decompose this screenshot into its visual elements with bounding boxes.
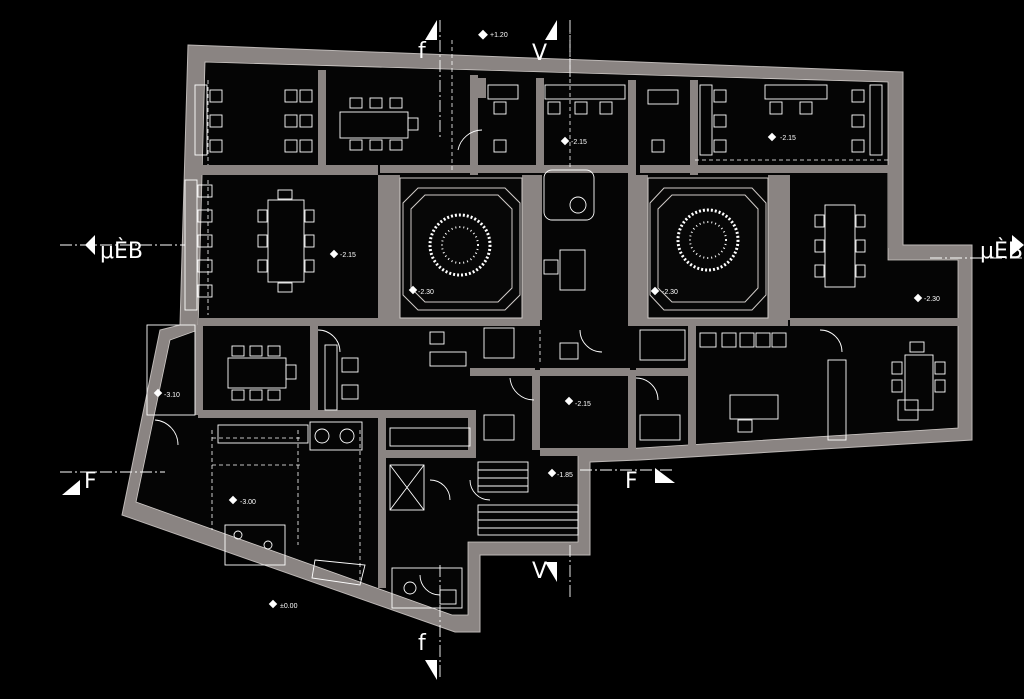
level-label-court-right: -2.30 — [662, 289, 678, 296]
section-label-bottom-b: V — [532, 559, 547, 584]
furniture — [146, 84, 946, 609]
section-mark-bottom-b: V — [532, 545, 571, 600]
section-mark-left-cross: F — [60, 469, 165, 495]
section-label-right-cross: F — [625, 469, 638, 494]
section-mark-right-cross: F — [580, 468, 675, 494]
doors — [154, 129, 843, 596]
level-marker-origin: ±0.00 — [268, 599, 298, 610]
section-label-left-long: μÈB — [100, 238, 143, 264]
level-marker-court-left: -2.30 — [408, 285, 434, 296]
section-mark-top-b: V — [532, 20, 571, 80]
level-label-stair: -1.85 — [557, 472, 573, 479]
level-label-kitchen: -3.00 — [240, 499, 256, 506]
outer-walls — [121, 44, 973, 633]
internal-walls — [195, 70, 970, 588]
level-marker-kitchen: -3.00 — [228, 495, 256, 506]
level-marker-room-tr: -2.15 — [767, 132, 796, 142]
level-label-right-small: -2.30 — [924, 296, 940, 303]
level-label-top: +1.20 — [490, 32, 508, 39]
section-label-bottom-a: f — [418, 631, 427, 656]
section-label-top-b: V — [532, 41, 547, 66]
section-mark-left-long: μÈB — [60, 235, 185, 264]
section-marks: μÈB μÈB F F f f V — [60, 20, 1024, 680]
level-label-room-tr: -2.15 — [780, 135, 796, 142]
level-marker-right-small: -2.30 — [913, 293, 940, 303]
level-label-room-tl2: -2.15 — [571, 139, 587, 146]
section-label-right-long: μÈB — [980, 238, 1023, 264]
level-marker-left-small: -3.10 — [153, 388, 180, 399]
level-marker-stair: -1.85 — [547, 468, 573, 479]
level-label-meeting-left: -2.15 — [340, 252, 356, 259]
level-label-center-hall: -2.15 — [575, 401, 591, 408]
level-label-origin: ±0.00 — [280, 603, 298, 610]
dashed-lines — [207, 30, 888, 580]
level-label-left-small: -3.10 — [164, 392, 180, 399]
level-marker-center-hall: -2.15 — [564, 396, 591, 408]
courtyard-left — [399, 177, 523, 319]
level-marker-top: +1.20 — [478, 29, 508, 40]
section-mark-bottom-a: f — [418, 565, 441, 680]
level-marker-court-right: -2.30 — [650, 286, 678, 296]
section-mark-right-long: μÈB — [930, 235, 1024, 264]
section-label-left-cross: F — [84, 469, 97, 494]
section-mark-top-a: f — [418, 20, 441, 140]
section-label-top-a: f — [418, 39, 427, 64]
courtyard-right — [647, 177, 769, 319]
level-label-court-left: -2.30 — [418, 289, 434, 296]
level-marker-room-tl2: -2.15 — [560, 136, 587, 146]
level-annotations: +1.20 -2.15 -2.15 -2.15 -2.30 -2.30 -2.3… — [153, 29, 940, 610]
level-marker-meeting-left: -2.15 — [329, 249, 356, 259]
